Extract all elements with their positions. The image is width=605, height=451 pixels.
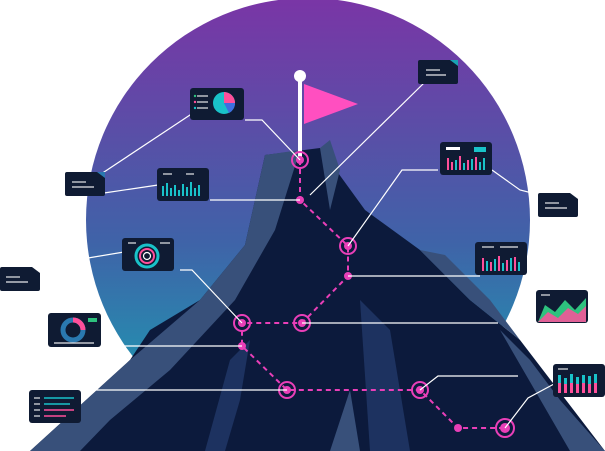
waypoint-icon <box>291 151 309 169</box>
folder-icon <box>65 172 105 196</box>
waypoint-icon <box>454 424 462 432</box>
area-chart-card <box>536 290 588 323</box>
folder-icon <box>538 193 578 217</box>
summit-flag-icon <box>294 70 358 160</box>
waypoint-icon <box>339 237 357 255</box>
donut-chart-card <box>122 238 174 271</box>
bar-chart-card <box>157 168 209 201</box>
folder-icon <box>418 60 458 84</box>
folder-icon <box>0 267 40 291</box>
waypoints <box>233 151 515 438</box>
bar-chart-card <box>440 142 492 175</box>
stacked-bar-chart-card <box>553 364 605 397</box>
pie-chart-card <box>190 88 244 120</box>
waypoint-icon <box>233 314 251 332</box>
waypoint-icon <box>411 381 429 399</box>
donut-chart-card <box>48 313 101 347</box>
waypoint-icon <box>495 418 515 438</box>
bar-chart-card <box>475 242 527 275</box>
mountain <box>30 140 605 451</box>
connector-lines <box>80 81 555 429</box>
list-card <box>29 390 81 423</box>
